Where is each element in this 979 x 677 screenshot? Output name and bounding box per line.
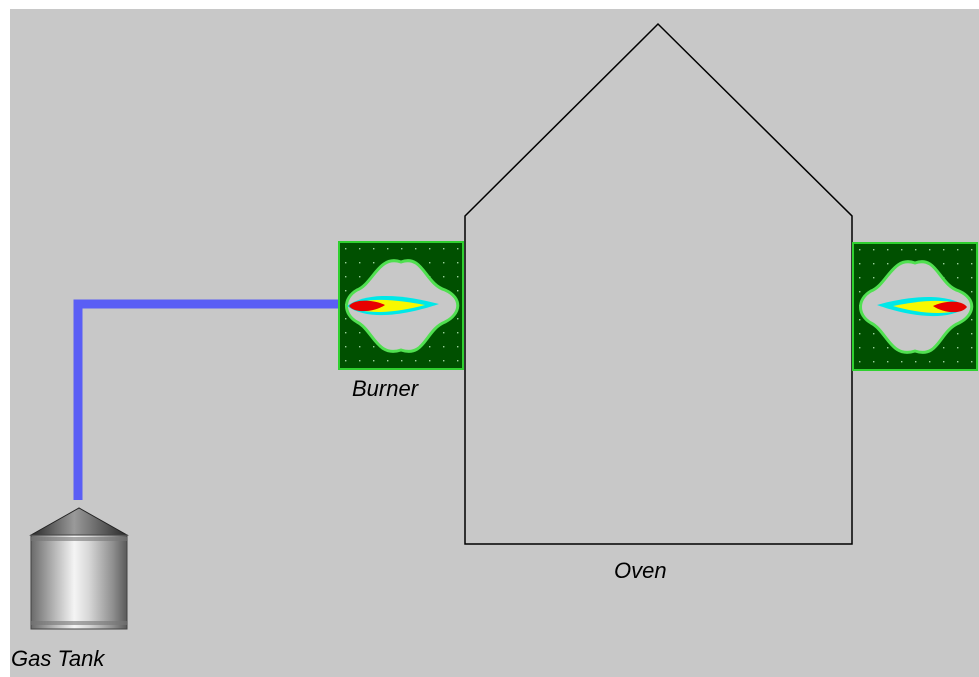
gas-pipe	[73, 299, 350, 500]
burner-flame-icon	[859, 260, 974, 354]
oven-label: Oven	[614, 558, 667, 583]
oven-outline	[464, 22, 853, 545]
burner-flame-icon	[345, 259, 460, 353]
background-panel	[10, 9, 979, 677]
burner-label: Burner	[352, 376, 420, 401]
burner-left[interactable]	[338, 241, 464, 370]
gas-tank-label: Gas Tank	[11, 646, 105, 671]
gas-tank-icon[interactable]	[29, 507, 129, 630]
burner-right[interactable]	[852, 242, 978, 371]
